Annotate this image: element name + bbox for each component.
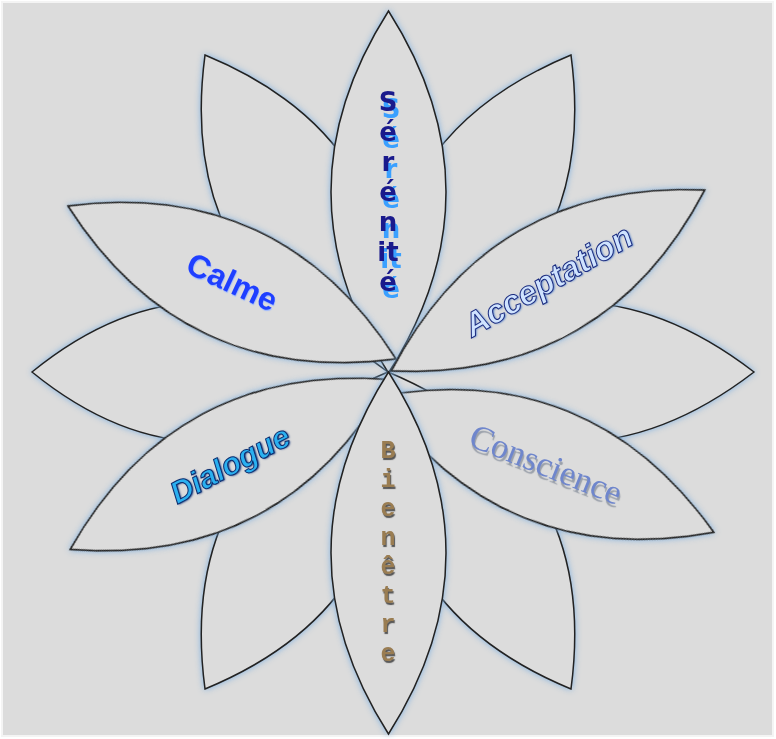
petal-shape bbox=[362, 140, 733, 421]
petal-shape bbox=[44, 153, 421, 410]
flower-petal: Bien être bbox=[331, 372, 446, 734]
petal-label: Sérénité bbox=[375, 87, 401, 297]
petal-shape bbox=[331, 372, 446, 734]
petal-label: Bien être bbox=[376, 437, 401, 669]
back-petals bbox=[32, 20, 754, 724]
